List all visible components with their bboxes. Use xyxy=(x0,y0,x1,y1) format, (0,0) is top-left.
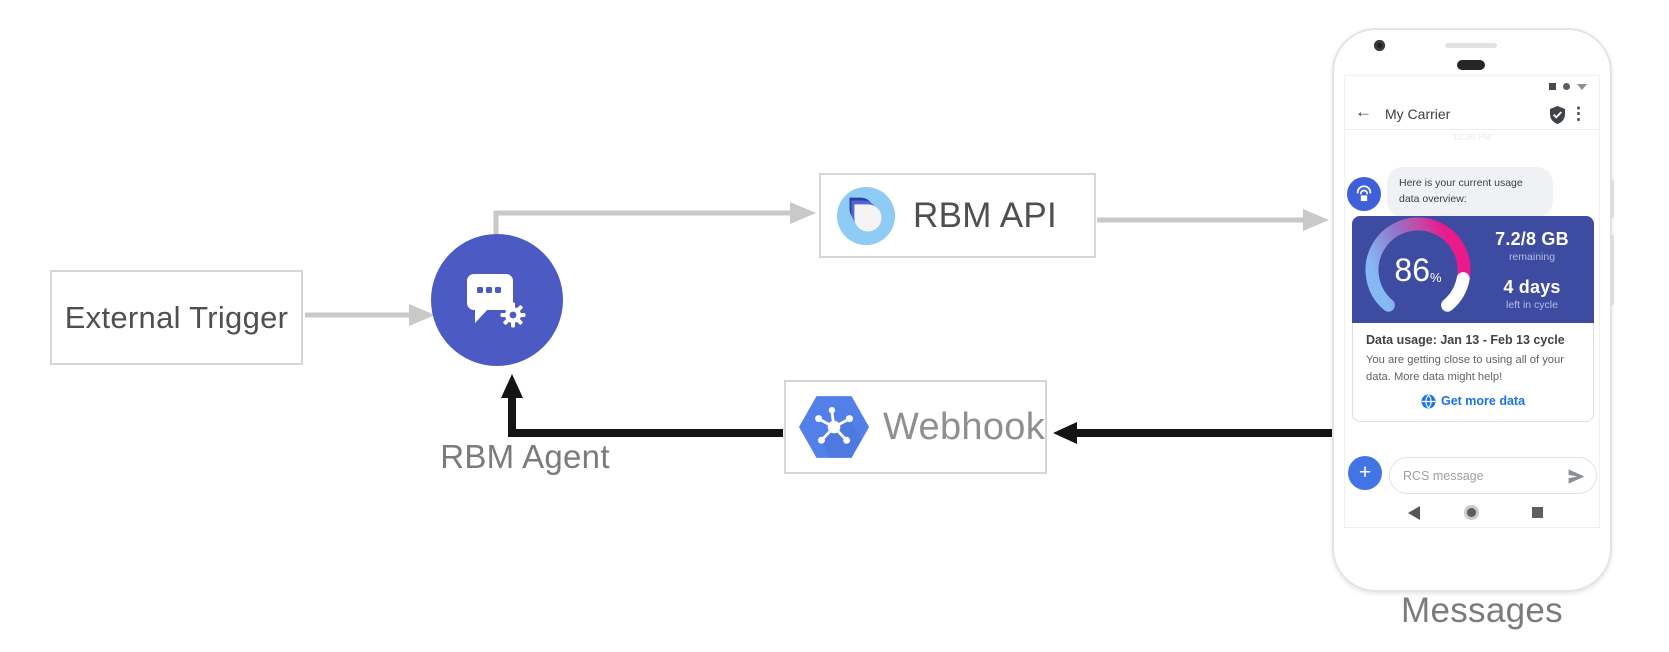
power-button xyxy=(1610,180,1614,218)
rbm-api-logo-icon xyxy=(836,186,896,245)
get-more-data-button[interactable]: Get more data xyxy=(1366,394,1580,409)
phone-mockup: ← My Carrier ⋮ 12:30 PM Here is your cur… xyxy=(1332,28,1614,592)
usage-card-details: Data usage: Jan 13 - Feb 13 cycle You ar… xyxy=(1352,323,1594,422)
android-back-button[interactable] xyxy=(1408,506,1420,520)
android-recents-button[interactable] xyxy=(1532,507,1543,518)
arrow-agent-to-api xyxy=(493,202,816,242)
earpiece xyxy=(1457,60,1485,70)
usage-stats: 7.2/8 GB remaining 4 days left in cycle xyxy=(1478,216,1586,323)
webhook-node: Webhook xyxy=(784,380,1047,474)
get-more-data-label: Get more data xyxy=(1440,394,1526,409)
back-arrow-icon[interactable]: ← xyxy=(1355,102,1372,121)
rbm-api-label: RBM API xyxy=(913,195,1058,235)
rcs-message-input[interactable] xyxy=(1403,458,1553,493)
usage-card-body: You are getting close to using all of yo… xyxy=(1366,354,1564,383)
volume-button xyxy=(1610,235,1614,305)
conversation-title: My Carrier xyxy=(1385,106,1451,122)
messages-caption: Messages xyxy=(1401,591,1563,630)
gauge-percent-unit: % xyxy=(1430,269,1442,285)
globe-icon xyxy=(1421,394,1436,409)
arrow-webhook-to-agent xyxy=(501,374,783,437)
status-triangle-icon xyxy=(1577,83,1587,90)
top-speaker-slot xyxy=(1445,43,1497,48)
messages-app-screen: ← My Carrier ⋮ 12:30 PM Here is your cur… xyxy=(1344,75,1600,528)
rbm-agent-label: RBM Agent xyxy=(440,438,610,475)
rbm-agent-node xyxy=(431,234,563,366)
rbm-api-node: RBM API xyxy=(819,173,1096,258)
cycle-days-value: 4 days xyxy=(1503,276,1561,297)
usage-gauge xyxy=(1365,217,1471,312)
external-trigger-node: External Trigger xyxy=(50,270,303,365)
gauge-percent-value: 86 xyxy=(1394,251,1431,288)
compose-field xyxy=(1389,457,1597,494)
send-icon[interactable] xyxy=(1567,467,1586,486)
add-attachment-button[interactable]: + xyxy=(1348,456,1382,490)
cycle-days-label: left in cycle xyxy=(1506,298,1558,311)
data-usage-card: 86 % 7.2/8 GB remaining 4 days left in c… xyxy=(1352,216,1594,422)
gauge-percent: 86 % xyxy=(1362,214,1474,326)
remaining-label: remaining xyxy=(1508,250,1556,263)
chat-gear-icon xyxy=(467,274,526,328)
external-trigger-label: External Trigger xyxy=(64,299,289,335)
front-camera xyxy=(1374,40,1385,51)
message-timestamp: 12:30 PM xyxy=(1452,132,1492,142)
usage-gauge-panel: 86 % 7.2/8 GB remaining 4 days left in c… xyxy=(1352,216,1594,323)
antenna-icon xyxy=(1356,185,1372,202)
overflow-menu-icon[interactable]: ⋮ xyxy=(1570,104,1587,123)
carrier-avatar xyxy=(1347,177,1381,211)
usage-card-title: Data usage: Jan 13 - Feb 13 cycle xyxy=(1366,333,1565,347)
header-divider xyxy=(1345,129,1599,130)
status-bar xyxy=(1549,83,1587,90)
webhook-label: Webhook xyxy=(883,405,1045,448)
status-dot-icon xyxy=(1563,83,1570,90)
android-home-button[interactable] xyxy=(1464,505,1479,520)
webhook-hexagon-icon xyxy=(799,396,870,458)
agent-message-bubble: Here is your current usage data overview… xyxy=(1387,167,1553,217)
verified-shield-icon xyxy=(1550,106,1565,129)
remaining-value: 7.2/8 GB xyxy=(1495,228,1569,249)
status-square-icon xyxy=(1549,83,1556,90)
